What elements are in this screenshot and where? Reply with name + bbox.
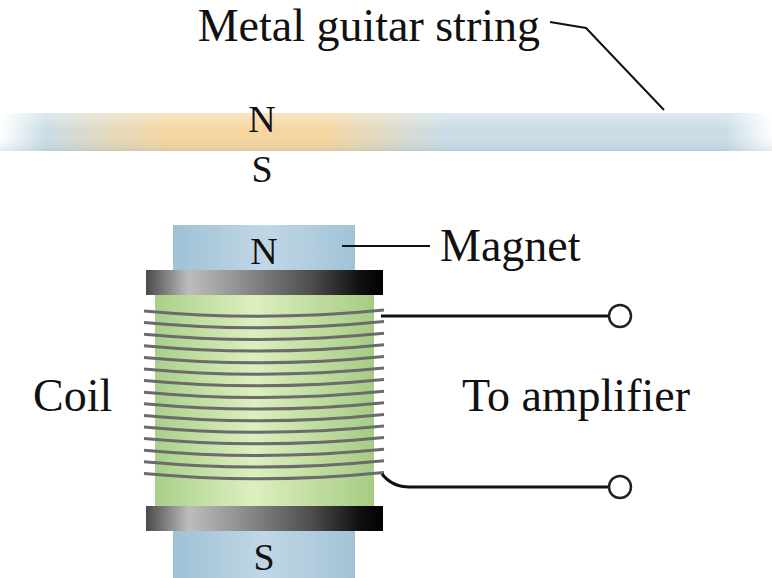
coil-winding [144, 380, 384, 386]
coil-winding [144, 438, 384, 444]
coil-winding [144, 472, 384, 478]
part-label: Magnet [440, 220, 581, 272]
pole-letter: N [228, 100, 296, 138]
coil-winding [144, 449, 384, 455]
coil-cap [146, 270, 383, 295]
coil-cap [146, 506, 383, 531]
magnetized-string-region: NS [0, 92, 772, 190]
coil-winding [144, 391, 384, 397]
coil-winding [144, 356, 384, 362]
leader-line [342, 245, 430, 247]
lead-wire [382, 474, 609, 487]
pole-letter: S [228, 150, 296, 188]
coil-winding [144, 461, 384, 467]
coil-winding [144, 322, 384, 328]
lead-wire [381, 315, 609, 318]
guitar-string [0, 113, 772, 151]
string-shading [0, 113, 772, 151]
coil-windings [144, 310, 384, 479]
part-label: To amplifier [462, 370, 690, 422]
coil-winding [144, 345, 384, 351]
terminal [609, 476, 631, 498]
coil-winding [144, 310, 384, 316]
terminal [609, 305, 631, 327]
coil-winding [144, 333, 384, 339]
coil-winding [144, 426, 384, 432]
pole-letter: N [230, 232, 298, 270]
coil-winding [144, 414, 384, 420]
bar-magnet: NS [173, 225, 355, 578]
coil-winding [144, 368, 384, 374]
part-label: Metal guitar string [198, 0, 540, 52]
coil-winding [144, 403, 384, 409]
leader-line [550, 22, 664, 110]
part-label: Coil [33, 370, 112, 422]
pole-letter: S [230, 538, 298, 576]
